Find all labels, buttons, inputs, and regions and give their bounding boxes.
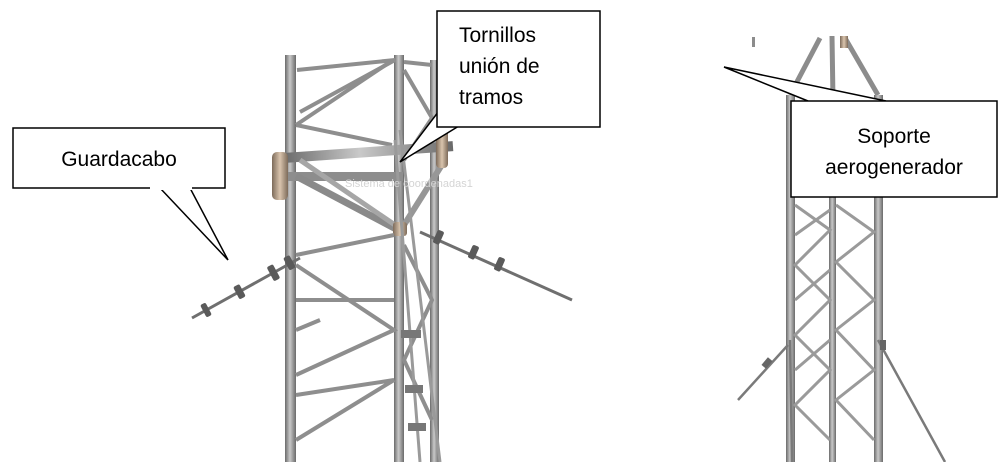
callout-tornillos: Tornillos unión de tramos <box>399 10 601 163</box>
joint-plate <box>393 222 407 236</box>
guy-wire-left <box>191 255 301 320</box>
tower-leg <box>786 95 795 462</box>
callout-label-line: aerogenerador <box>825 156 963 179</box>
right-tower <box>737 35 947 462</box>
callout-box <box>12 127 226 189</box>
tower-leg <box>829 95 836 462</box>
coordinate-system-watermark: Sistema de coordenadas1 <box>345 178 473 190</box>
clamp <box>761 357 773 369</box>
clamp <box>752 37 755 47</box>
clamp <box>405 385 423 393</box>
joint-plate <box>840 36 848 48</box>
clamp <box>401 330 421 338</box>
callout-box <box>436 10 601 128</box>
callout-guardacabo: Guardacabo <box>12 127 229 261</box>
tower-lacing <box>792 203 877 442</box>
tower-brace <box>393 129 442 462</box>
joint-plate <box>272 152 288 200</box>
tower-leg <box>394 55 404 462</box>
callout-pointer <box>159 187 229 261</box>
clamp <box>880 340 886 350</box>
callout-pointer <box>723 66 887 102</box>
callout-label-line: Tornillos <box>459 24 536 47</box>
clamp <box>408 423 426 431</box>
tower-lacing <box>294 58 435 162</box>
guy-wire-right <box>419 230 573 302</box>
callout-label-line: unión de <box>459 55 540 78</box>
callout-box <box>790 100 998 198</box>
tower-leg <box>430 60 439 462</box>
tower-leg <box>874 95 883 462</box>
callout-soporte: Soporte aerogenerador <box>723 66 998 198</box>
callout-label-line: tramos <box>459 86 523 109</box>
callout-label-line: Soporte <box>857 125 931 148</box>
callout-label: Guardacabo <box>61 148 177 171</box>
guy-wires <box>737 339 947 462</box>
